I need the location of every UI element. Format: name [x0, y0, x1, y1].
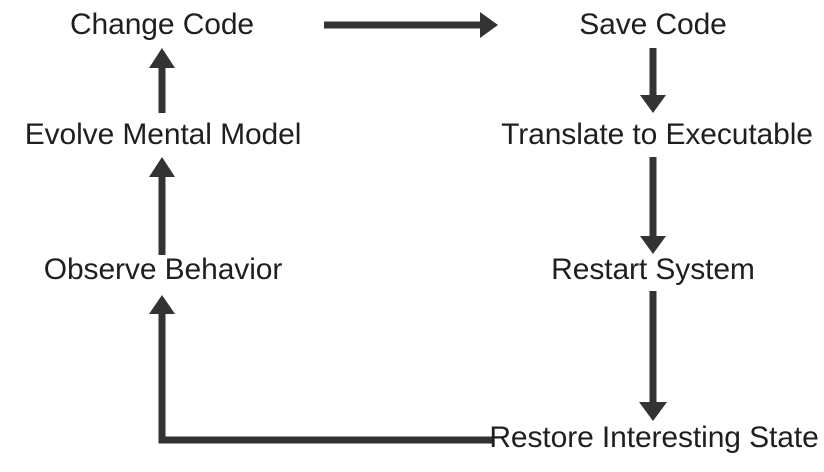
arrowhead-up-icon	[149, 295, 175, 314]
edge-observe-to-evolve	[149, 157, 175, 255]
node-restore-interesting-state: Restore Interesting State	[489, 421, 819, 454]
arrowhead-down-icon	[640, 95, 666, 113]
edge-change-code-to-save-code	[324, 12, 498, 38]
node-observe-behavior: Observe Behavior	[43, 253, 283, 286]
edge-evolve-to-change-code	[149, 48, 175, 113]
edge-translate-to-restart	[640, 157, 666, 254]
edge-restore-to-observe	[149, 295, 492, 444]
arrowhead-up-icon	[149, 157, 175, 177]
arrowhead-down-icon	[639, 402, 667, 421]
arrowhead-right-icon	[480, 12, 498, 38]
node-save-code: Save Code	[579, 8, 727, 41]
edge-restart-to-restore	[639, 291, 667, 421]
node-evolve-mental-model: Evolve Mental Model	[24, 118, 302, 151]
edge-line	[158, 312, 492, 444]
arrowhead-down-icon	[640, 236, 666, 254]
arrowhead-up-icon	[149, 48, 175, 68]
node-restart-system: Restart System	[551, 253, 755, 286]
node-translate-to-executable: Translate to Executable	[501, 118, 813, 151]
node-change-code: Change Code	[69, 8, 255, 41]
edge-save-code-to-translate	[640, 48, 666, 113]
